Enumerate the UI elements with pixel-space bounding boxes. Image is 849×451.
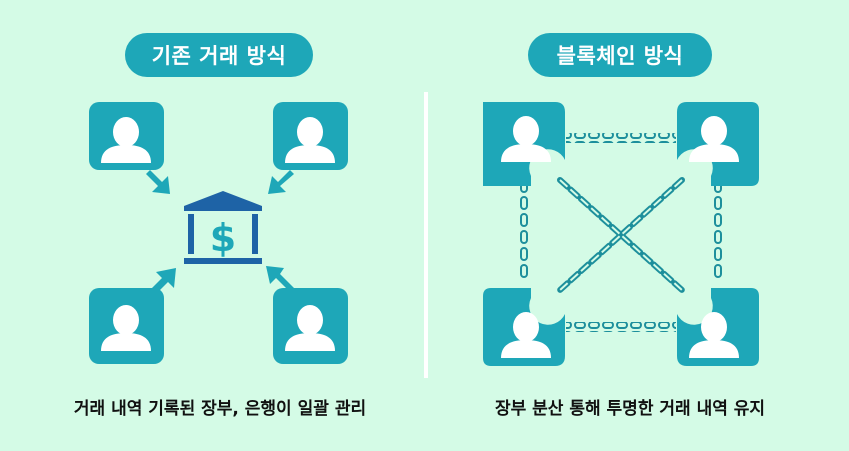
left-user-bottom-left xyxy=(89,288,164,364)
right-user-bottom-left xyxy=(483,288,565,366)
left-user-top-left xyxy=(89,102,164,170)
left-user-bottom-right xyxy=(273,288,348,364)
left-title-badge: 기존 거래 방식 xyxy=(125,33,313,77)
right-title: 블록체인 방식 xyxy=(556,44,684,68)
right-user-top-left xyxy=(483,102,565,186)
chain-icon xyxy=(566,133,676,332)
left-caption: 거래 내역 기록된 장부, 은행이 일괄 관리 xyxy=(73,398,367,419)
arrow-icon xyxy=(146,170,294,294)
left-title: 기존 거래 방식 xyxy=(151,44,287,68)
left-user-top-right xyxy=(273,102,348,170)
right-caption: 장부 분산 통해 투명한 거래 내역 유지 xyxy=(494,398,766,419)
right-user-top-right xyxy=(677,102,759,186)
bank-dollar-icon: $ xyxy=(184,191,262,264)
panel-divider xyxy=(424,92,428,378)
right-user-bottom-right xyxy=(677,288,759,366)
right-title-badge: 블록체인 방식 xyxy=(528,33,712,77)
chain-icon xyxy=(520,179,722,278)
svg-text:$: $ xyxy=(210,216,236,260)
chain-icon xyxy=(557,177,685,293)
